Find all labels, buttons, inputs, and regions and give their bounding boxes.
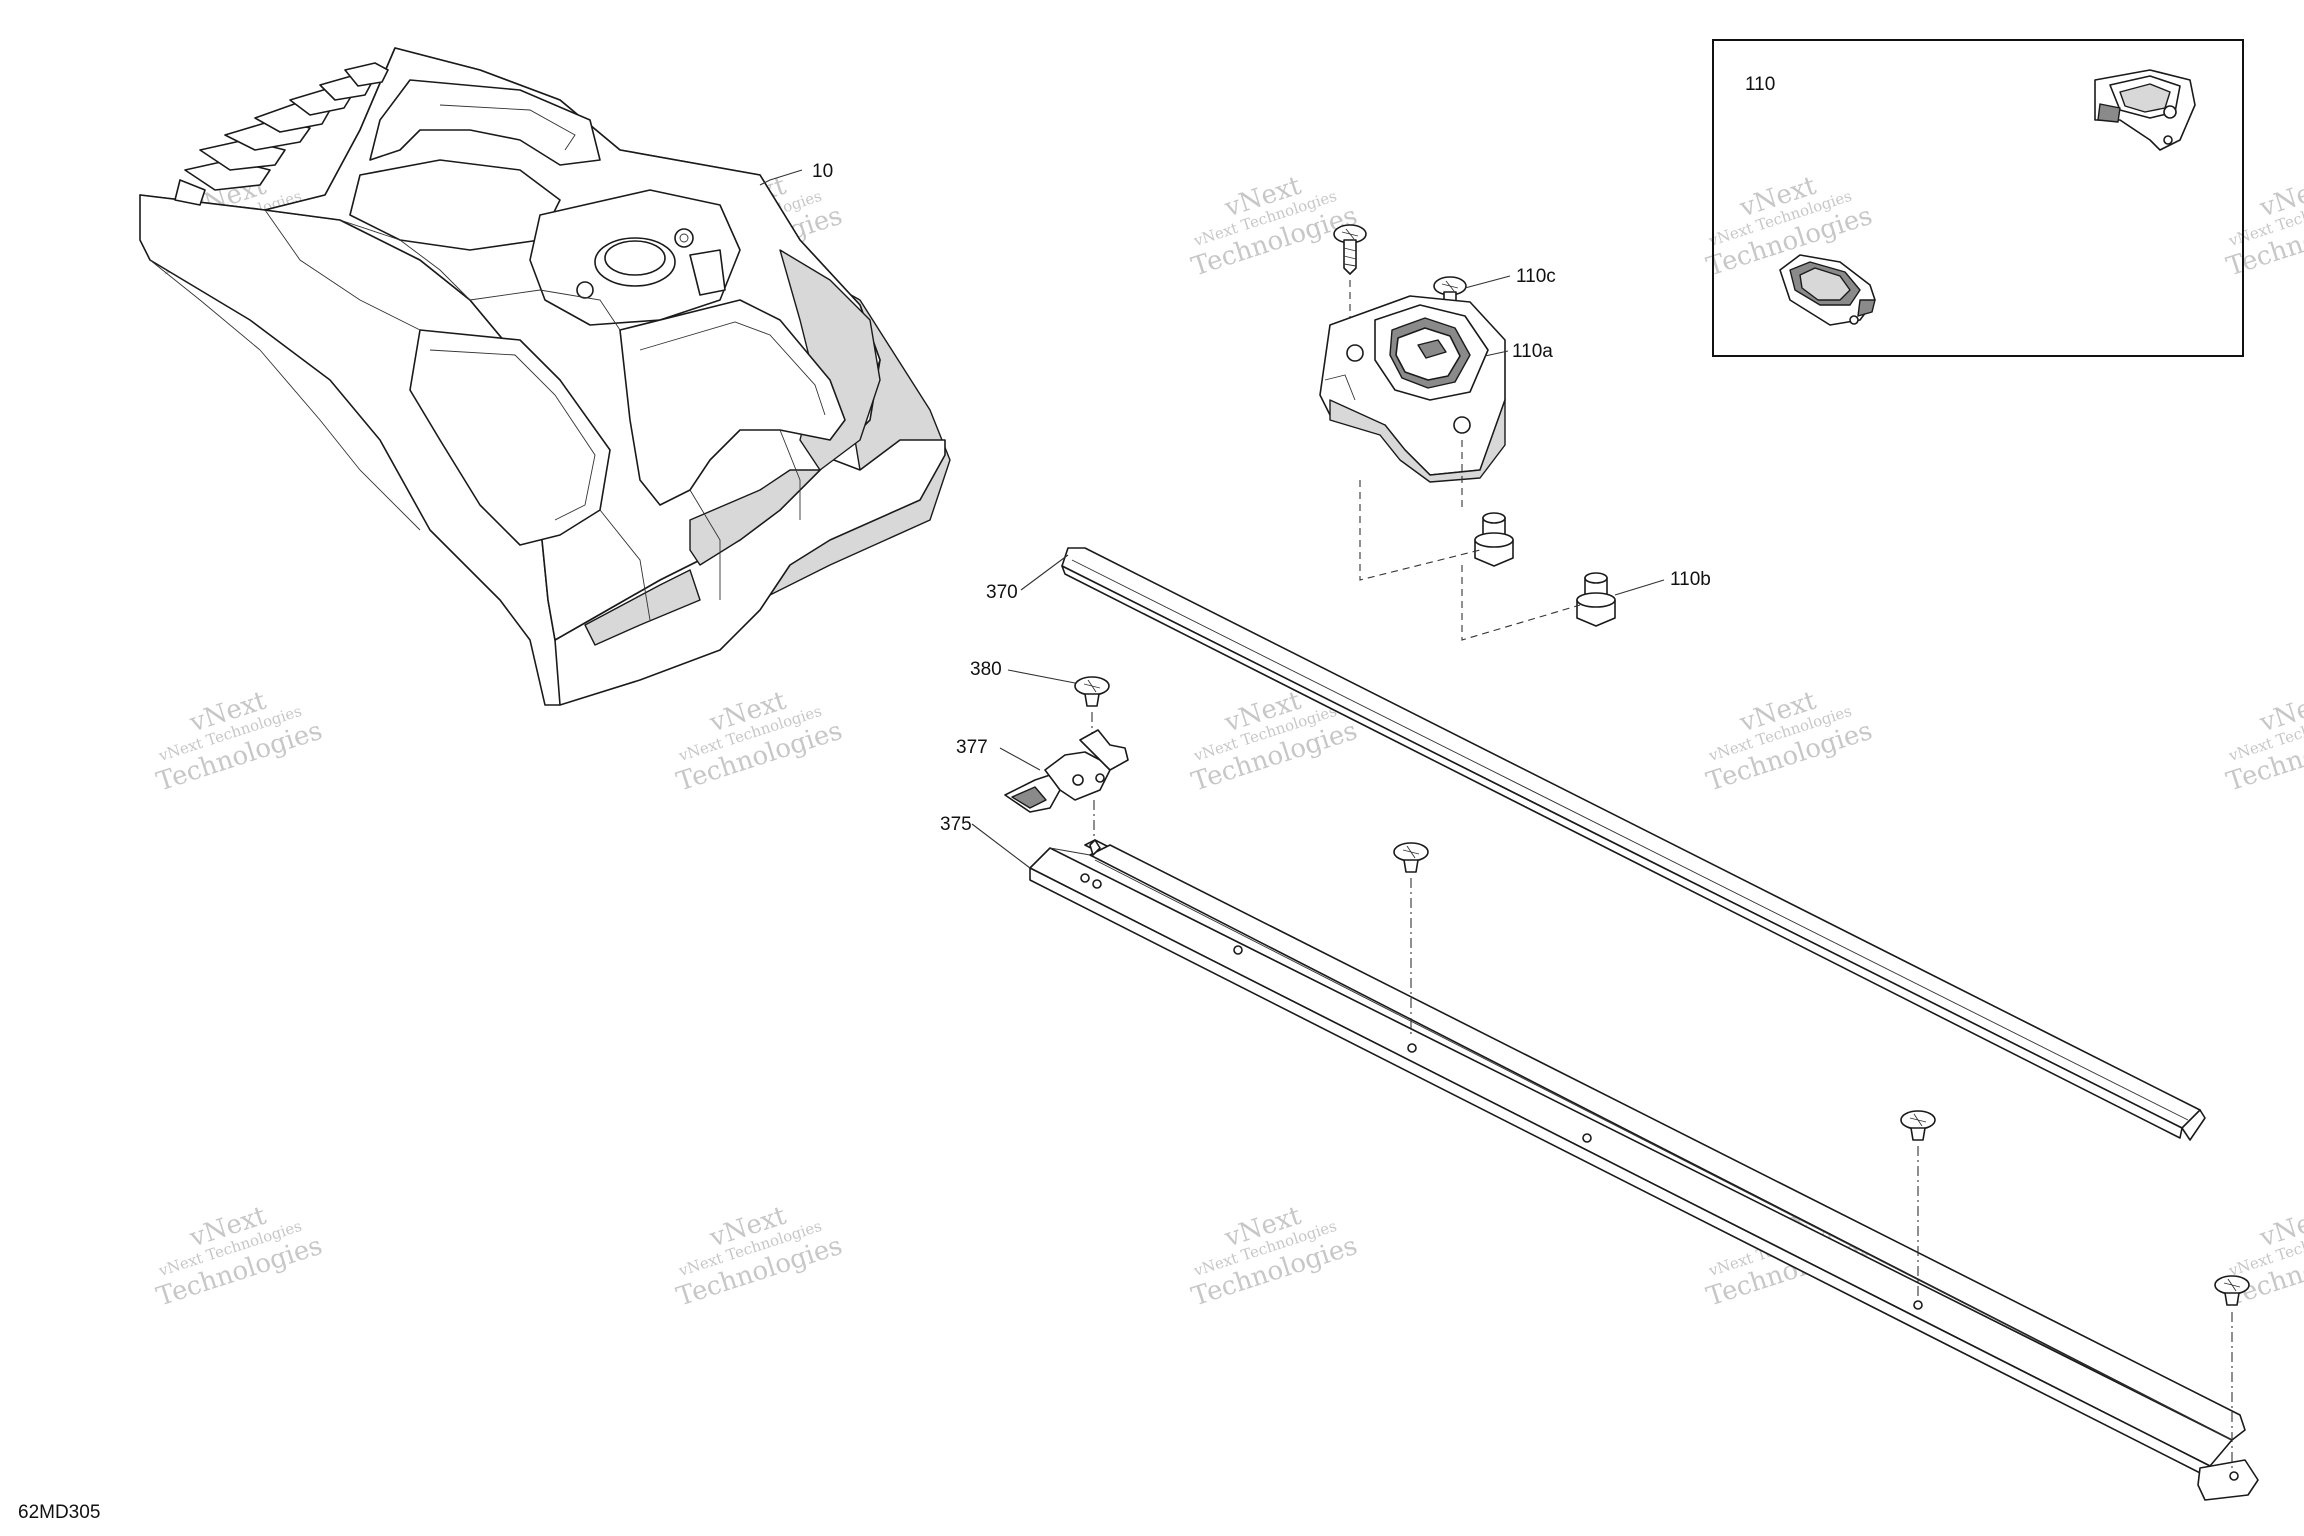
leader-lines (759, 169, 1665, 869)
watermark: vNext Technologies Technologies vNext (673, 1201, 846, 1313)
watermark: vNext Technologies Technologies vNext (2223, 1201, 2304, 1313)
watermark: vNext Technologies Technologies vNext (1703, 171, 1876, 283)
part-380-screw (1074, 676, 1110, 736)
callout-10: 10 (812, 161, 833, 182)
leader-10 (759, 169, 803, 186)
watermark: vNext Technologies Technologies vNext (1188, 171, 1361, 283)
inset-110-view-bottom (1779, 254, 1876, 326)
leader-377 (999, 747, 1041, 771)
callout-380: 380 (970, 659, 1002, 680)
callout-377: 377 (956, 737, 988, 758)
watermark: vNext Technologies Technologies vNext (1703, 686, 1876, 798)
part-377-clip (1004, 729, 1129, 840)
rail-screw-1 (1393, 842, 1429, 1038)
inset-label: 110 (1745, 74, 1775, 95)
screw-left (1333, 224, 1367, 340)
callout-110b: 110b (1670, 569, 1711, 590)
assembly-line (1359, 480, 1481, 581)
nut-left (1474, 512, 1514, 567)
leader-380 (1007, 669, 1076, 684)
watermark: vNext Technologies Technologies vNext (1188, 1201, 1361, 1313)
callouts: 10 110c 110a 110b 370 380 377 375 (812, 161, 1711, 835)
assembly-line (1461, 565, 1581, 641)
inset-110-view-top (2094, 69, 2196, 151)
part-370-strip (1061, 547, 2206, 1141)
callout-370: 370 (986, 582, 1018, 603)
watermark: vNext Technologies Technologies vNext (153, 686, 326, 798)
leader-110b (1614, 579, 1665, 596)
rail-screw-3 (2214, 1275, 2250, 1470)
watermark: vNext Technologies Technologies vNext (153, 1201, 326, 1313)
part-375-rail (1029, 839, 2259, 1501)
part-10-seat-cover (139, 47, 951, 706)
watermark: vNext Technologies Technologies vNext (2223, 171, 2304, 283)
watermark: vNext Technologies Technologies vNext (673, 686, 846, 798)
inset-110: 110 (1712, 39, 2244, 357)
leader-375 (971, 823, 1031, 869)
callout-110c: 110c (1516, 266, 1556, 287)
leader-370 (1020, 554, 1069, 591)
callout-110a: 110a (1512, 341, 1553, 362)
handle-110a (1319, 295, 1506, 483)
leader-110a (1484, 350, 1509, 357)
document-id: 62MD305 (18, 1502, 100, 1523)
nut-110b (1576, 572, 1616, 627)
watermark: vNext Technologies Technologies vNext (2223, 686, 2304, 798)
leader-110c (1464, 275, 1511, 289)
callout-375: 375 (940, 814, 972, 835)
rail-screw-2 (1900, 1110, 1936, 1300)
